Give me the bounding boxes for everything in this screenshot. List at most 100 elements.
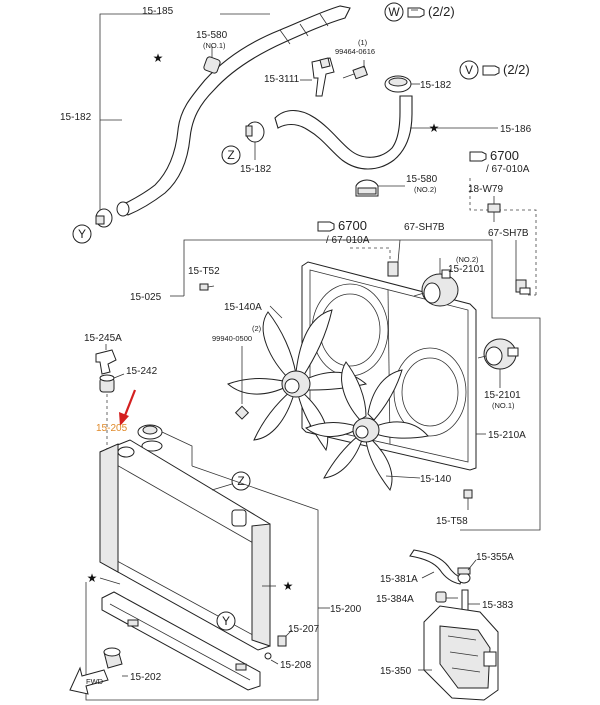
- ref-circle-w: [384, 2, 404, 22]
- lower-hose-15-186: [274, 95, 413, 170]
- nut-99940-0500: [234, 405, 250, 420]
- label-15-185: 15-185: [142, 6, 174, 17]
- bolt-99464: [342, 65, 368, 80]
- label-67-010a-a: / 67-010A: [486, 164, 530, 175]
- label-15-208: 15-208: [280, 660, 312, 671]
- hose-end: [116, 201, 130, 217]
- screw-15-t52: [199, 283, 215, 291]
- label-15-t58: 15-T58: [436, 516, 468, 527]
- fwd-arrow-icon: [69, 666, 109, 695]
- ref-circle-v: [459, 60, 479, 80]
- cap-15-384a: [435, 591, 447, 603]
- label-15-182-mid: 15-182: [240, 164, 272, 175]
- dashed-lead-6700-a: [469, 178, 537, 295]
- fan-motor-15-2101-no2: [413, 269, 459, 307]
- leader-15-381a: [421, 571, 435, 579]
- label-15-383: 15-383: [482, 600, 514, 611]
- label-67-sh7b-b: 67-SH7B: [488, 228, 529, 239]
- leader-15-140: [385, 475, 421, 479]
- label-15-350: 15-350: [380, 666, 412, 677]
- dashed-lead-6700-b: [350, 247, 391, 262]
- label-15-t52: 15-T52: [188, 266, 220, 277]
- hand-pointer-icon-6700-a: [469, 151, 487, 162]
- label-6700-a: 6700: [490, 148, 519, 163]
- label-15-210a: 15-210A: [488, 430, 526, 441]
- fwd-label: FWD: [86, 677, 104, 686]
- ref-circle-z-top: [221, 145, 241, 165]
- clip-15-355a: [457, 567, 471, 584]
- shroud-divider: [387, 289, 391, 445]
- ref-v-text: V: [465, 63, 473, 77]
- label-15-2101-b: 15-2101: [484, 390, 521, 401]
- label-15-202: 15-202: [130, 672, 162, 683]
- clip-67-sh7b-left: [387, 261, 399, 277]
- label-15-025: 15-025: [130, 292, 162, 303]
- bolt-18-w79: [487, 203, 501, 222]
- cushion-15-242: [99, 374, 115, 393]
- fan-opening-right: [393, 347, 467, 437]
- upper-hose-15-185: [121, 5, 351, 216]
- label-paren-1: (1): [358, 38, 368, 47]
- fan-blade-15-140: [305, 361, 429, 492]
- label-15-384a: 15-384A: [376, 594, 414, 605]
- label-no2-b: (NO.2): [456, 255, 479, 264]
- coolant-reservoir-15-350: [423, 605, 499, 701]
- w-page-label: (2/2): [428, 4, 455, 19]
- label-15-182-right: 15-182: [420, 80, 452, 91]
- label-15-2101-a: 15-2101: [448, 264, 485, 275]
- fan-opening-right-inner: [401, 357, 459, 427]
- label-15-242: 15-242: [126, 366, 158, 377]
- star-mark-4: ★: [283, 579, 294, 593]
- clamp-15-580-no2: [355, 179, 379, 197]
- leader-15-207: [285, 629, 293, 637]
- leader-67-sh7b-left: [397, 239, 401, 263]
- assembly-bracket-15-200: [85, 465, 319, 701]
- label-15-140: 15-140: [420, 474, 452, 485]
- leader-star-3: [99, 577, 121, 585]
- radiator-15-200: [99, 439, 271, 651]
- label-15-245a: 15-245A: [84, 333, 122, 344]
- leader-15-208: [270, 659, 279, 665]
- fan-shroud-inner: [309, 269, 469, 463]
- hand-pointer-icon-6700-b: [317, 221, 335, 232]
- hand-pointer-icon: [407, 7, 425, 18]
- label-15-580-b: 15-580: [406, 174, 438, 185]
- label-15-205: 15-205: [96, 423, 128, 434]
- screw-15-t58: [463, 489, 473, 510]
- label-18-w79: 18-W79: [468, 184, 503, 195]
- label-no2-a: (NO.2): [414, 185, 437, 194]
- v-page-label: (2/2): [503, 62, 530, 77]
- red-arrow-icon: [119, 389, 137, 426]
- leader-15-140a: [269, 305, 283, 319]
- clamp-15-182-left: [95, 208, 113, 228]
- label-paren-2: (2): [252, 324, 262, 333]
- clip-67-sh7b-right: [515, 279, 531, 295]
- label-67-sh7b-a: 67-SH7B: [404, 222, 445, 233]
- label-15-207: 15-207: [288, 624, 320, 635]
- drain-plug-15-207: [277, 635, 287, 647]
- mount-15-202: [103, 647, 123, 669]
- label-15-186: 15-186: [500, 124, 532, 135]
- label-15-182-left: 15-182: [60, 112, 92, 123]
- clamp-15-580-no1: [203, 52, 221, 74]
- label-15-140a: 15-140A: [224, 302, 262, 313]
- label-15-3111: 15-3111: [264, 74, 300, 85]
- fan-motor-15-2101-no1: [477, 338, 519, 370]
- star-mark-3: ★: [87, 571, 98, 585]
- label-6700-b: 6700: [338, 218, 367, 233]
- ref-circle-y-radiator: [216, 611, 236, 631]
- ref-y-text-left: Y: [78, 227, 86, 241]
- label-99464: 99464-0616: [335, 47, 375, 56]
- lower-support: [101, 591, 261, 691]
- ref-z-text-radiator: Z: [237, 474, 244, 488]
- leader-z-radiator: [211, 483, 233, 491]
- label-15-200: 15-200: [330, 604, 362, 615]
- label-no1-b: (NO.1): [492, 401, 515, 410]
- label-15-381a: 15-381A: [380, 574, 418, 585]
- ref-circle-y-left: [72, 224, 92, 244]
- label-15-355a: 15-355A: [476, 552, 514, 563]
- leader-cap: [161, 431, 193, 466]
- star-mark-2: ★: [429, 121, 440, 135]
- bracket-15-245a: [95, 349, 117, 375]
